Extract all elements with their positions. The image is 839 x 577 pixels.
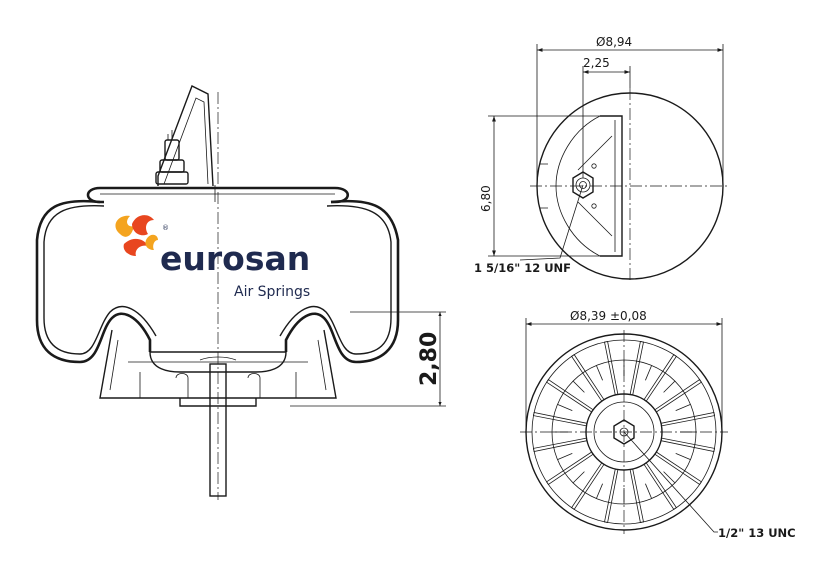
piston-sub-rib [596,365,603,381]
top-diameter-dimension: Ø8,94 [536,35,724,186]
piston-sub-rib [675,404,691,411]
top-height-dimension: 6,80 [479,115,600,257]
piston-rib [660,412,715,427]
piston-rib [571,354,605,402]
air-fitting-hex [572,171,594,199]
piston-rib [654,379,702,413]
brand-name: eurosan [160,239,310,278]
side-view: 2,80 [35,85,446,500]
piston-sub-rib [596,483,603,499]
top-offset-dimension: 2,25 [582,56,631,178]
top-height-label: 6,80 [479,185,493,212]
piston-sub-rib [663,380,676,393]
piston-rib [604,341,619,396]
center-nut [613,419,635,445]
height-dimension-label: 2,80 [417,332,442,386]
piston-rib [533,412,588,427]
piston-sub-rib [557,453,573,460]
bottom-diameter-label: Ø8,39 ±0,08 [570,309,647,323]
bottom-thread-callout: 1/2" 13 UNC [623,431,796,540]
piston-rib [533,437,588,452]
piston-rib [643,462,677,510]
piston-sub-rib [663,471,676,484]
piston-rib [571,462,605,510]
height-dimension: 2,80 [290,311,446,407]
piston-sub-rib [572,471,585,484]
piston-rib [604,468,619,523]
piston-sub-rib [645,365,652,381]
bottom-diameter-dimension: Ø8,39 ±0,08 [525,309,723,432]
top-diameter-label: Ø8,94 [596,35,632,49]
piston-sub-rib [645,483,652,499]
brand-tagline: Air Springs [234,284,310,300]
piston-rib [629,468,644,523]
top-thread-label: 1 5/16" 12 UNF [474,261,571,275]
piston-rib [643,354,677,402]
rubber-bellow [35,199,400,364]
bottom-thread-label: 1/2" 13 UNC [718,526,796,540]
top-offset-label: 2,25 [583,56,610,70]
piston-rib [546,379,594,413]
piston-rib [629,341,644,396]
piston-sub-rib [572,380,585,393]
brand-logo: ® eurosan Air Springs [115,215,310,300]
piston-rib [660,437,715,452]
registered-mark: ® [162,224,169,232]
top-thread-callout: 1 5/16" 12 UNF [474,184,584,275]
piston-sub-rib [675,453,691,460]
piston-sub-rib [557,404,573,411]
top-view: Ø8,94 2,25 6,80 1 5/16" 12 UNF [474,35,728,282]
flame-icon [115,215,158,256]
piston-rib [546,451,594,485]
piston-rib [654,451,702,485]
bottom-view: Ø8,39 ±0,08 1/2" 13 UNC [520,309,796,540]
mounting-bracket [155,85,214,187]
piston-ribs [533,341,715,523]
